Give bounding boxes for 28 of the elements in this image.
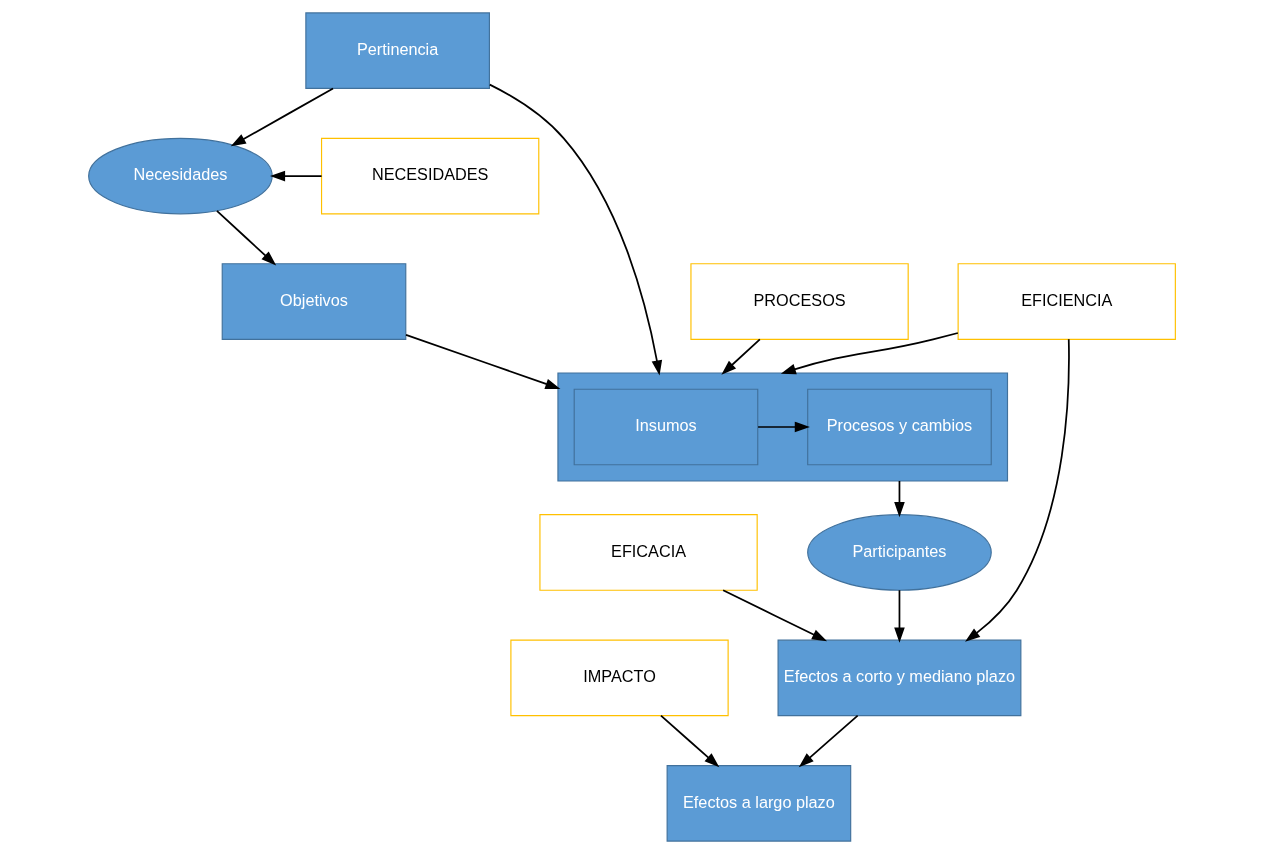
node-box: PROCESOS: [689, 263, 909, 340]
arrow: [720, 338, 761, 375]
arrow: [215, 210, 276, 266]
cluster: [556, 372, 1008, 482]
node-box: IMPACTO: [509, 639, 729, 717]
node-box: EFICIENCIA: [957, 263, 1176, 340]
arrow: [798, 714, 859, 768]
arrow: [404, 334, 560, 389]
arrow: [964, 338, 1070, 642]
node-box: Efectos a corto y mediano plazo: [777, 639, 1021, 717]
node-box: Objetivos: [221, 263, 406, 340]
arrow: [488, 83, 662, 376]
arrow: [269, 170, 322, 182]
arrow: [659, 714, 719, 768]
node-ellipse: Necesidades: [87, 137, 273, 215]
node-ellipse: Participantes: [806, 514, 992, 591]
node-box: EFICACIA: [538, 514, 758, 591]
node-box: Efectos a largo plazo: [666, 765, 851, 842]
arrow: [721, 589, 827, 642]
node-box: NECESIDADES: [320, 137, 539, 215]
arrow: [780, 332, 959, 375]
arrow: [893, 589, 905, 643]
node-box: Insumos: [573, 388, 758, 466]
node-box: Pertinencia: [304, 12, 490, 89]
arrow: [893, 480, 905, 518]
arrow: [230, 87, 334, 147]
node-box: Procesos y cambios: [806, 388, 992, 466]
arrow: [756, 421, 810, 433]
